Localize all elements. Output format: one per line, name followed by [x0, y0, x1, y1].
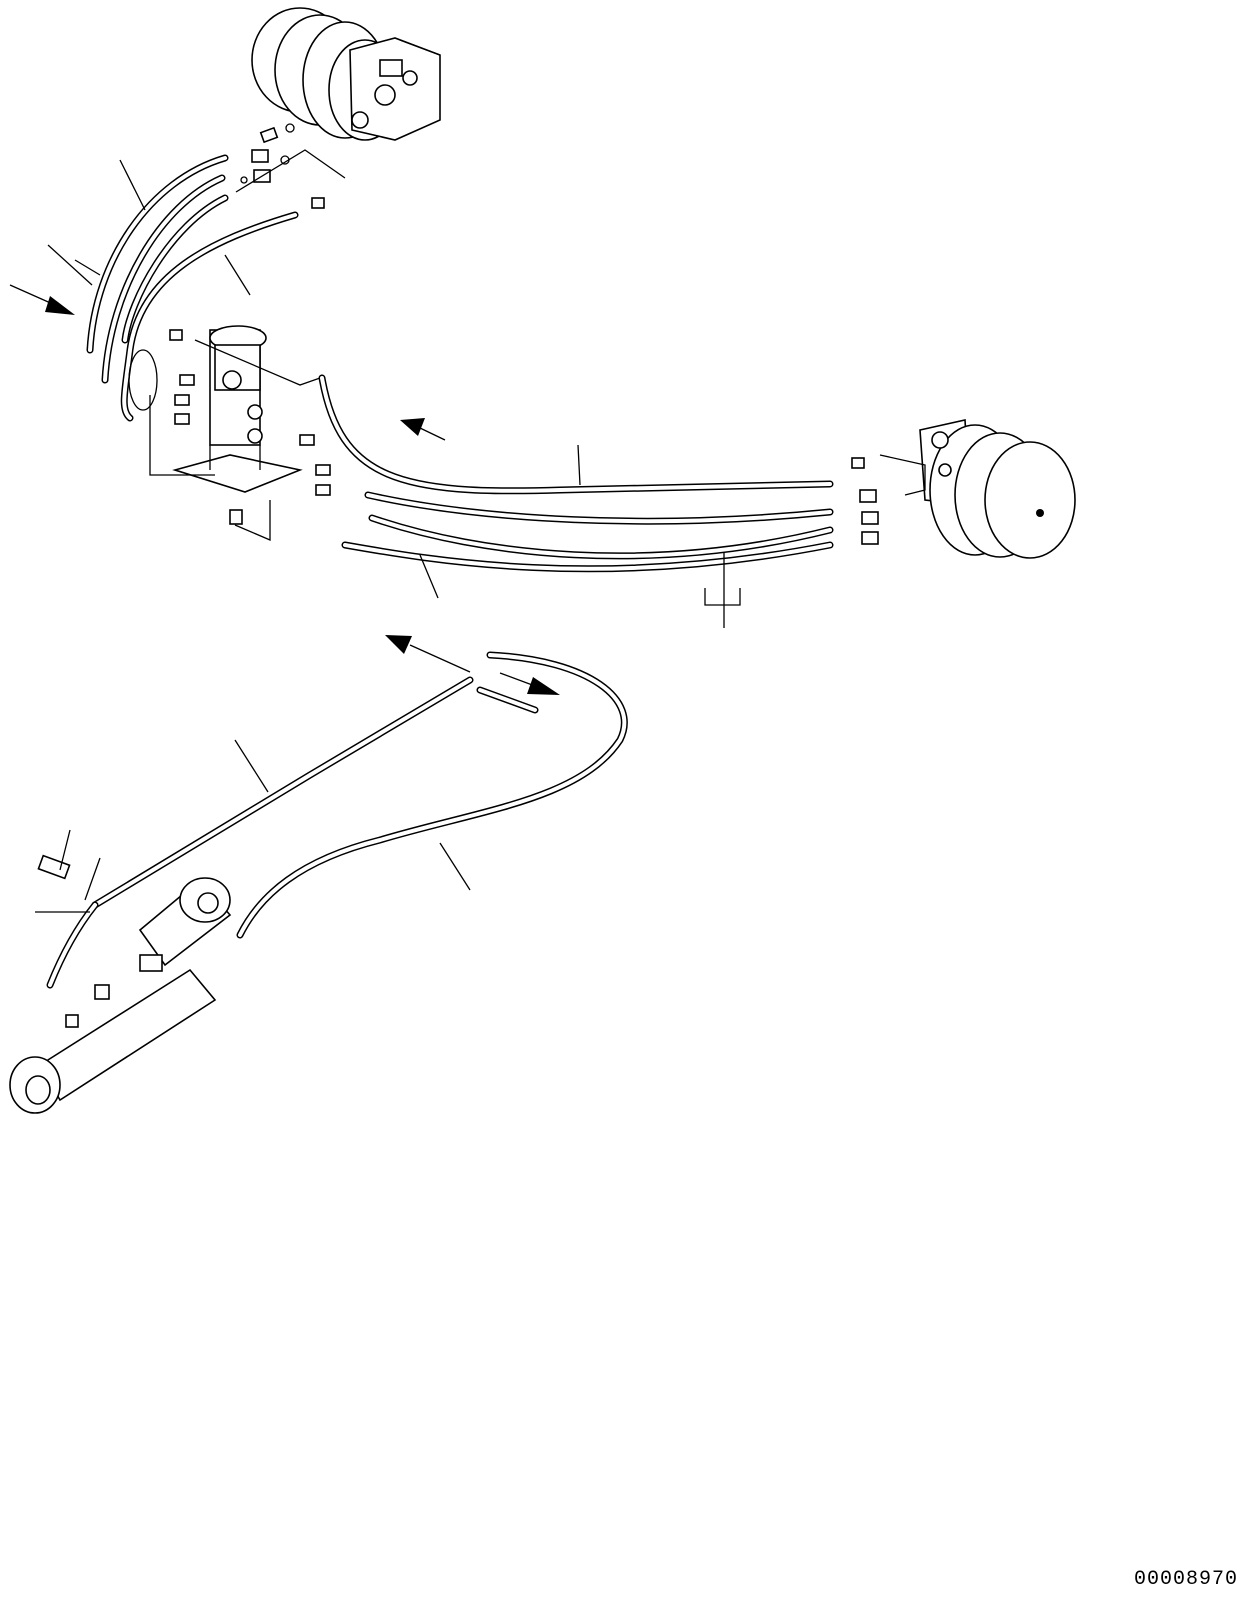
upper-hoses — [86, 154, 299, 422]
blade-cylinder — [9, 877, 232, 1114]
swivel-fittings — [149, 329, 331, 541]
swivel-joint — [172, 325, 303, 493]
travel-motor-right — [919, 419, 1076, 559]
travel-motor-upper — [251, 7, 441, 141]
upper-motor-fittings — [235, 123, 346, 209]
drawing-reference-number: 00008970 — [1133, 1568, 1238, 1591]
long-hoses — [318, 374, 834, 573]
blade-hoses — [37, 651, 628, 989]
right-motor-fittings — [851, 454, 926, 545]
direction-arrows — [9, 284, 560, 695]
leader-lines — [35, 159, 741, 913]
